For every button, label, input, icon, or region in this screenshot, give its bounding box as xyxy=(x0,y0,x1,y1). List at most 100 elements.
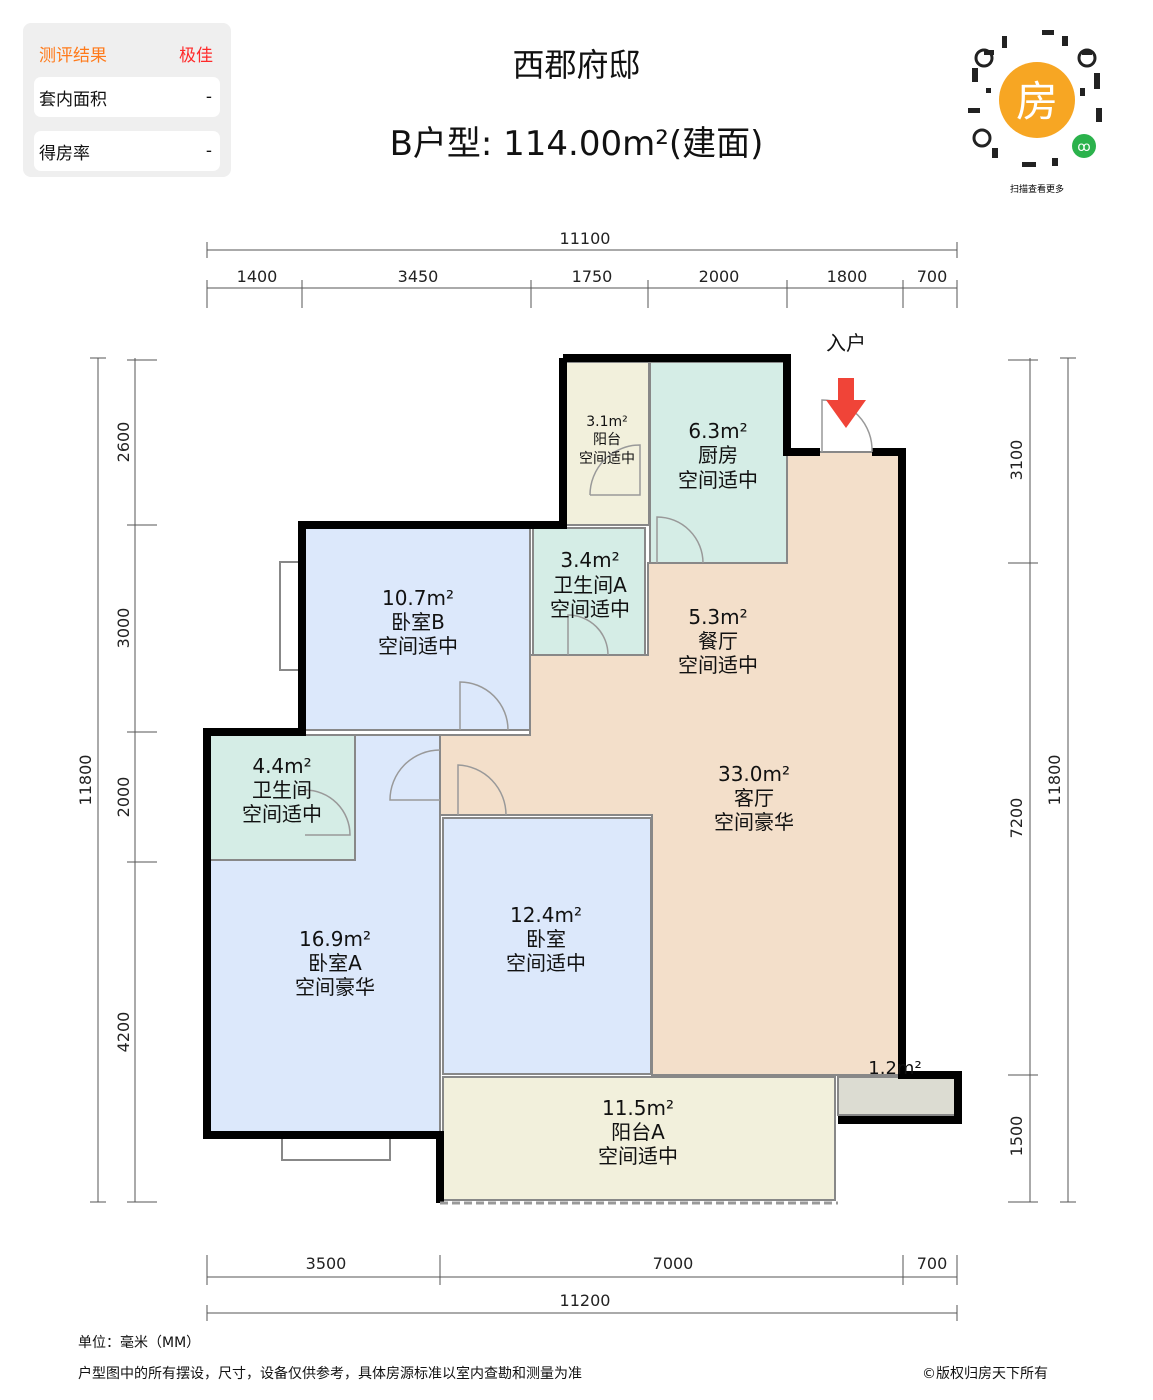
label: 6.3m² xyxy=(688,419,747,443)
plan-mark xyxy=(457,764,507,816)
plan-mark xyxy=(90,242,1076,1321)
qr-logo-char: 房 xyxy=(1016,77,1058,126)
label: 33.0m² xyxy=(718,762,790,786)
dim-bottom-total: 11200 xyxy=(560,1291,611,1310)
dim-top-total: 11100 xyxy=(560,229,611,248)
plan-mark xyxy=(567,614,609,656)
copyright: ©版权归房天下所有 xyxy=(922,1366,1048,1382)
dim-left: 3000 xyxy=(114,608,133,649)
plan-mark xyxy=(986,88,991,93)
label: 空间适中 xyxy=(378,634,458,658)
label: 空间适中 xyxy=(678,653,758,677)
unit-note: 单位：毫米（MM） xyxy=(78,1335,201,1351)
dim-right: 1500 xyxy=(1007,1116,1026,1157)
plan-mark xyxy=(304,789,351,836)
label: 空间豪华 xyxy=(295,975,375,999)
qr-logo xyxy=(999,62,1075,138)
evaluation-rating: 极佳 xyxy=(179,46,213,66)
plan-mark xyxy=(1094,73,1100,89)
label: 卧室B xyxy=(391,610,445,634)
label: 3.1m² xyxy=(586,414,628,430)
dim-top: 1400 xyxy=(237,267,278,286)
label: 空间适中 xyxy=(678,468,758,492)
dim-bottom: 3500 xyxy=(306,1254,347,1273)
dim-top: 2000 xyxy=(699,267,740,286)
plan-mark xyxy=(1062,36,1068,46)
unit-type-title: B户型: 114.00m²(建面) xyxy=(389,124,764,164)
plan-mark xyxy=(389,749,441,801)
plan-mark xyxy=(656,516,704,564)
plan-mark xyxy=(459,681,509,731)
small-balcony xyxy=(564,361,650,526)
label: 空间适中 xyxy=(579,451,635,467)
dim-top: 1750 xyxy=(572,267,613,286)
label: 空间适中 xyxy=(550,597,630,621)
entrance-arrow-icon xyxy=(826,378,866,428)
plan-mark xyxy=(972,68,978,82)
plan-mark xyxy=(1052,158,1058,166)
label: 4.4m² xyxy=(252,754,311,778)
plan-mark xyxy=(1077,48,1097,68)
dim-right: 7200 xyxy=(1007,798,1026,839)
qr-code[interactable]: 房 ꝏ 扫描查看更多 xyxy=(962,28,1112,195)
ledge xyxy=(837,1076,956,1116)
plan-mark xyxy=(1022,162,1036,167)
entrance-label: 入户 xyxy=(826,331,866,355)
plan-mark xyxy=(968,108,980,113)
dim-left-total: 11800 xyxy=(76,755,95,806)
plan-mark xyxy=(1080,88,1085,96)
bathroom-a xyxy=(532,527,646,656)
dim-left: 4200 xyxy=(114,1012,133,1053)
plan-mark xyxy=(992,148,998,158)
plan-mark xyxy=(974,48,994,68)
plan-mark xyxy=(589,444,641,496)
label: 餐厅 xyxy=(698,629,738,653)
plan-mark: 1.2m² xyxy=(868,1058,921,1079)
label: 卫生间 xyxy=(252,778,312,802)
evaluation-header: 测评结果 xyxy=(39,46,107,66)
efficiency-value: - xyxy=(205,141,212,161)
plan-mark xyxy=(209,361,956,1201)
label: 客厅 xyxy=(734,786,774,810)
label: 16.9m² xyxy=(299,927,371,951)
dim-top: 3450 xyxy=(398,267,439,286)
label: 11.5m² xyxy=(602,1096,674,1120)
label: 12.4m² xyxy=(510,903,582,927)
label: 厨房 xyxy=(698,443,738,467)
dim-right: 3100 xyxy=(1007,440,1026,481)
plan-mark xyxy=(1082,50,1092,55)
dim-bottom: 7000 xyxy=(653,1254,694,1273)
label: 阳台 xyxy=(593,432,621,448)
label: 1.2m² xyxy=(868,1058,921,1079)
inner-area-label: 套内面积 xyxy=(39,89,107,110)
walls xyxy=(203,354,962,1203)
label: 空间适中 xyxy=(506,951,586,975)
svg-text:ꝏ: ꝏ xyxy=(1077,140,1090,155)
label: 空间适中 xyxy=(598,1144,678,1168)
plan-mark xyxy=(1002,36,1007,48)
dim-left: 2600 xyxy=(114,422,133,463)
bedroom-b xyxy=(304,527,531,731)
disclaimer: 户型图中的所有摆设，尺寸，设备仅供参考，具体房源标准以室内查勘和测量为准 xyxy=(78,1366,582,1382)
mini-program-icon xyxy=(1072,134,1096,158)
dim-bottom: 700 xyxy=(917,1254,948,1273)
label: 卫生间A xyxy=(553,573,627,597)
plan-mark xyxy=(972,128,992,148)
dim-right-total: 11800 xyxy=(1045,755,1064,806)
qr-caption: 扫描查看更多 xyxy=(1009,185,1064,195)
project-title: 西郡府邸 xyxy=(512,46,641,84)
label: 10.7m² xyxy=(382,586,454,610)
balcony-a xyxy=(442,1076,836,1201)
label: 5.3m² xyxy=(688,605,747,629)
